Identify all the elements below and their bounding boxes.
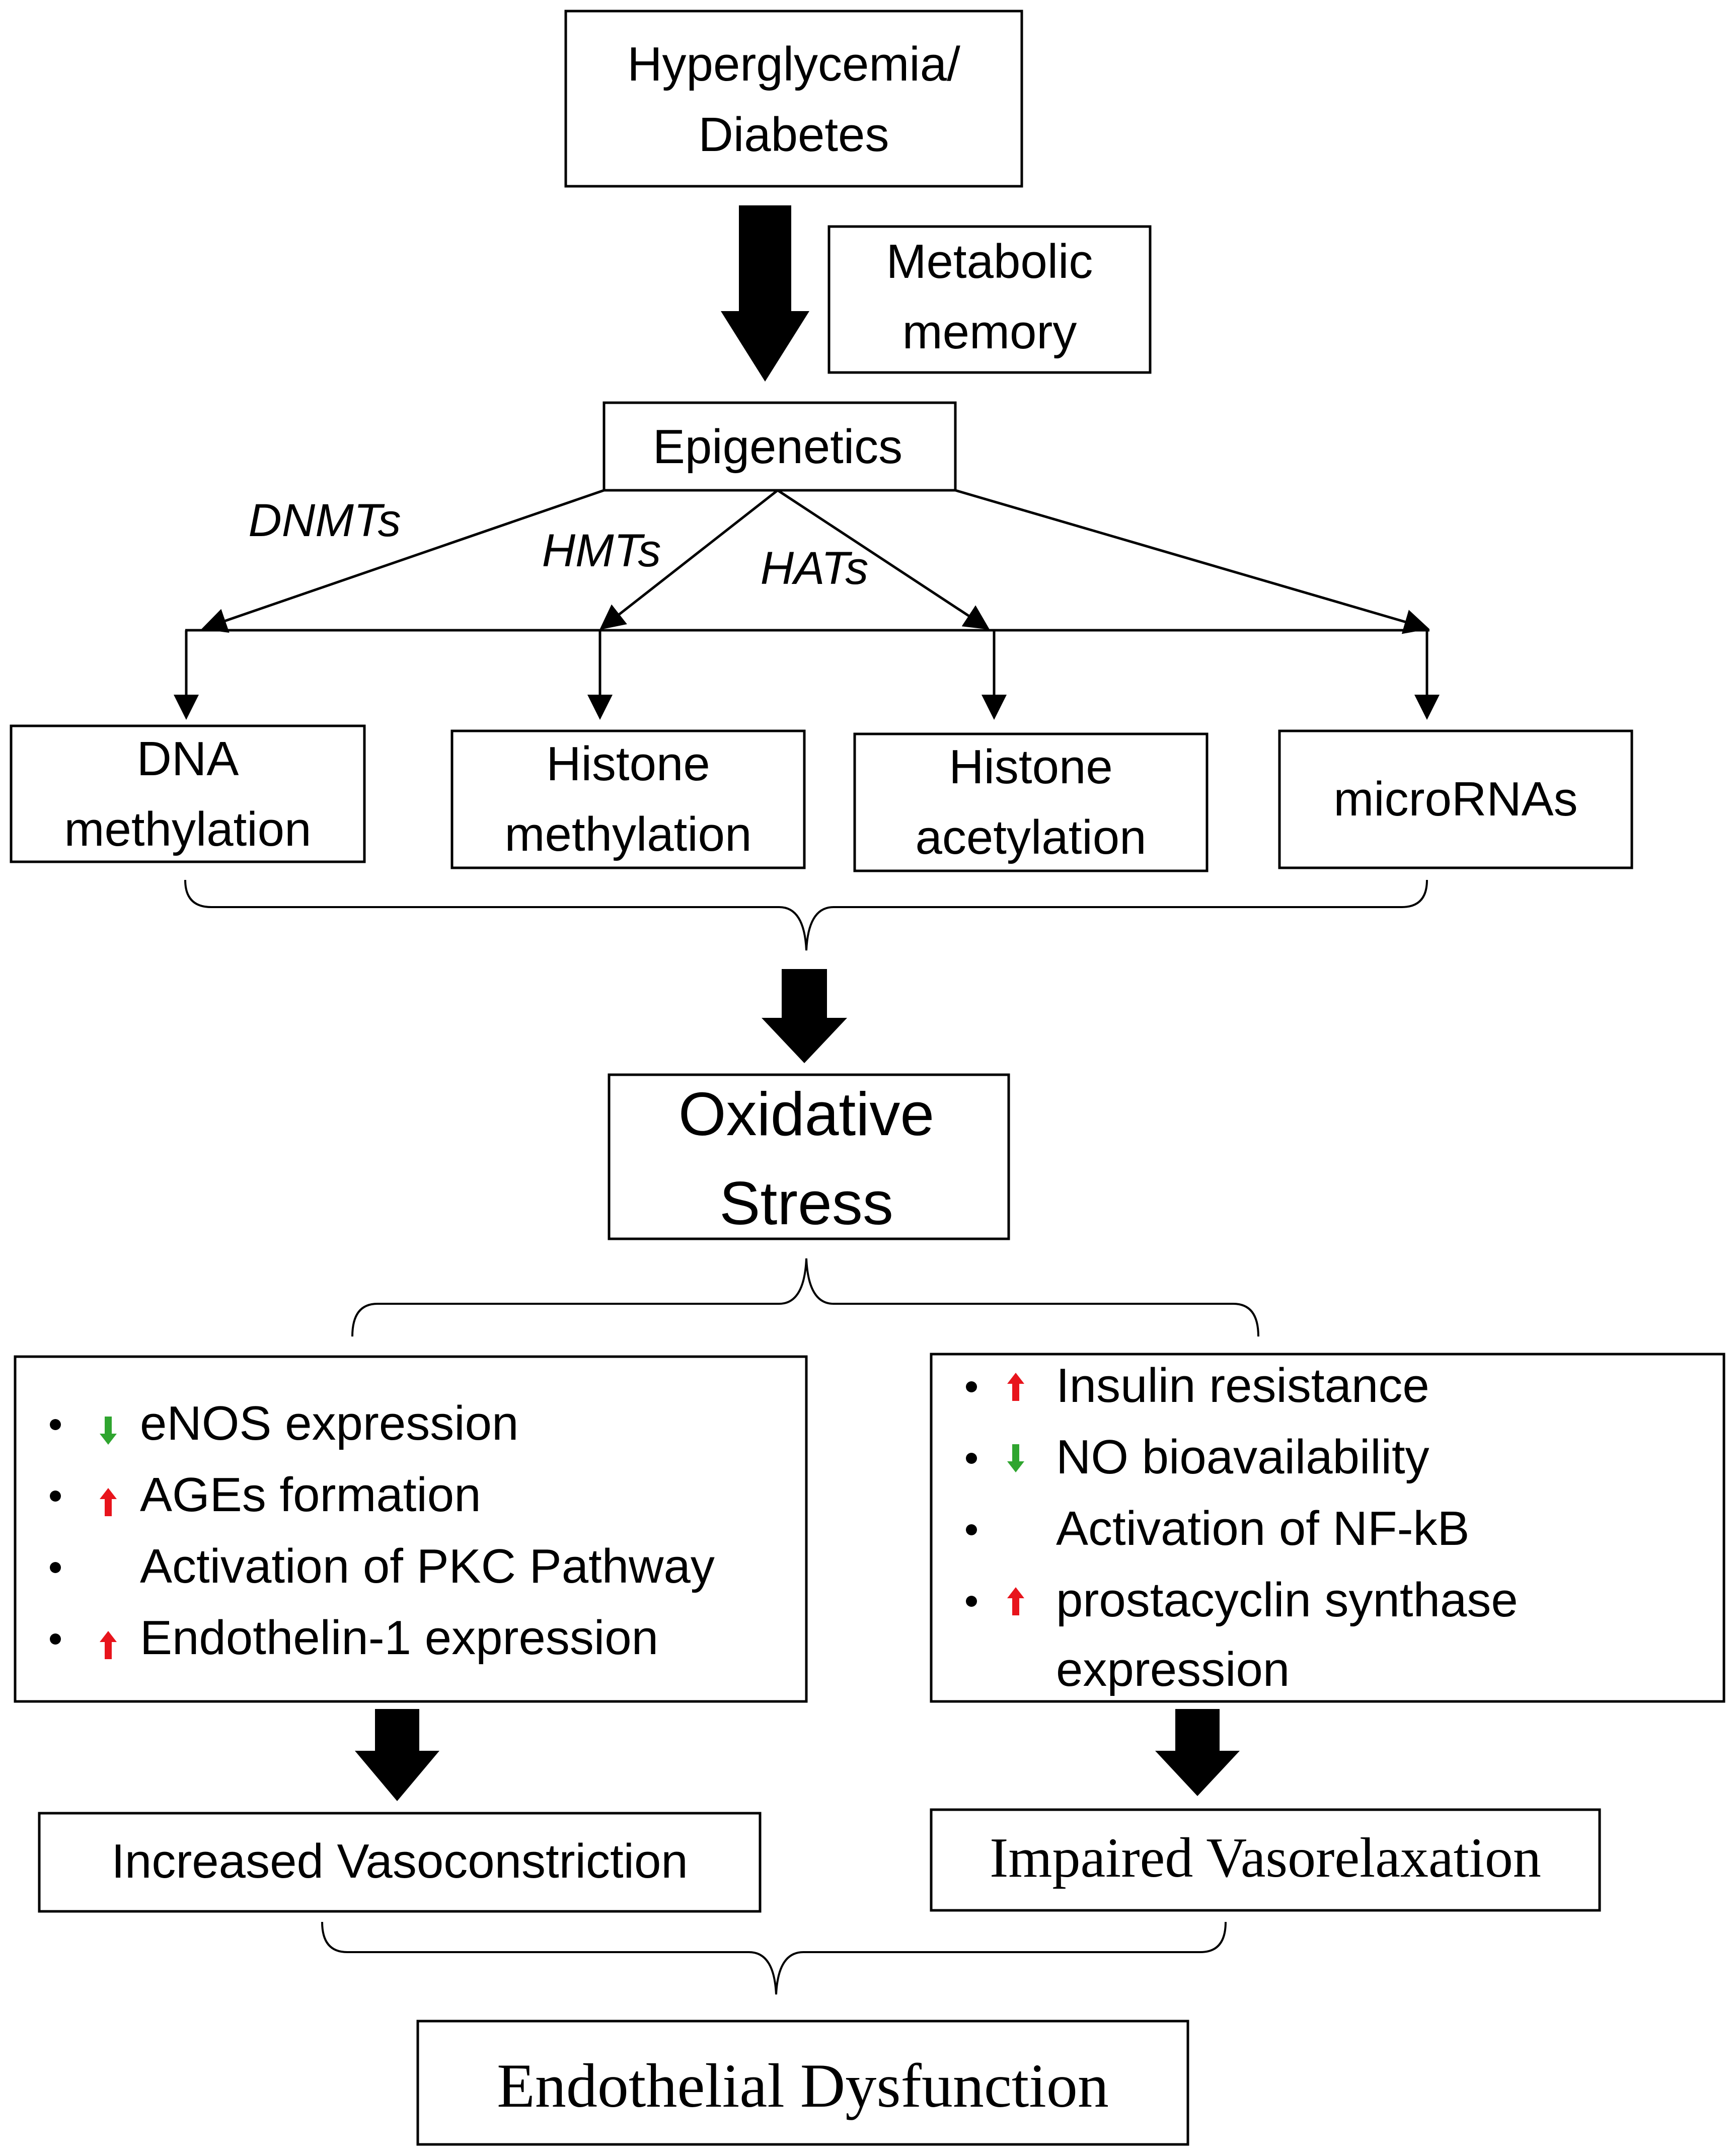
- big-arrow-down-icon: [762, 969, 847, 1063]
- bullet-dot: [50, 1633, 61, 1645]
- left-effect-item: eNOS expression: [50, 1396, 518, 1450]
- right-effects-list: Insulin resistance NO bioavailabilityActi…: [966, 1359, 1518, 1696]
- red-up-arrow-icon: [1007, 1587, 1024, 1615]
- node-histone-acetylation-line2: acetylation: [916, 810, 1147, 864]
- brace-final-merge: [321, 1921, 1227, 1995]
- red-up-arrow-icon: [100, 1631, 117, 1659]
- node-hyperglycemia: Hyperglycemia/ Diabetes: [564, 10, 1023, 188]
- arrow-to-histone-methylation: [599, 489, 779, 630]
- edge-label-dnmts: DNMTs: [248, 495, 401, 546]
- big-arrow-down-icon: [1155, 1709, 1240, 1796]
- arrow-to-dna-methylation: [201, 489, 605, 633]
- node-oxidative-stress: Oxidative Stress: [608, 1073, 1010, 1240]
- bullet-dot: [50, 1491, 61, 1502]
- bullet-dot: [966, 1453, 977, 1464]
- left-effect-text: eNOS expression: [140, 1396, 518, 1450]
- left-effect-text: Endothelin-1 expression: [140, 1611, 658, 1665]
- node-micrornas: microRNAs: [1278, 729, 1633, 869]
- node-metabolic-memory-line1: Metabolic: [886, 235, 1093, 288]
- left-effect-text: AGEs formation: [140, 1468, 481, 1522]
- right-effect-text: Insulin resistance: [1056, 1359, 1429, 1412]
- node-oxidative-stress-line1: Oxidative: [678, 1080, 935, 1148]
- edge-label-hmts: HMTs: [542, 525, 661, 576]
- arrow-to-micrornas: [955, 489, 1429, 634]
- big-arrow-down-icon: [355, 1709, 439, 1801]
- node-impaired-vasorelaxation: Impaired Vasorelaxation: [930, 1808, 1601, 1912]
- right-effect-text: expression: [1056, 1643, 1290, 1696]
- node-dna-methylation: DNA methylation: [10, 724, 366, 863]
- right-effect-item: prostacyclin synthase expression: [966, 1573, 1518, 1696]
- right-effect-text: prostacyclin synthase: [1056, 1573, 1518, 1627]
- node-histone-methylation: Histone methylation: [450, 729, 806, 869]
- red-up-arrow-icon: [100, 1488, 117, 1516]
- node-impaired-vasorelaxation-label: Impaired Vasorelaxation: [990, 1827, 1541, 1889]
- node-micrornas-label: microRNAs: [1333, 772, 1577, 826]
- node-endothelial-dysfunction-label: Endothelial Dysfunction: [497, 2051, 1109, 2120]
- bullet-dot: [966, 1381, 977, 1392]
- right-effect-text: NO bioavailability: [1056, 1430, 1429, 1484]
- node-hyperglycemia-line1: Hyperglycemia/: [627, 37, 960, 91]
- brace-epigenetic-merge: [184, 879, 1428, 951]
- green-down-arrow-icon: [1007, 1444, 1024, 1472]
- node-increased-vasoconstriction-label: Increased Vasoconstriction: [111, 1834, 688, 1888]
- edge-label-hats: HATs: [761, 543, 869, 594]
- big-arrow-down-icon: [721, 205, 809, 382]
- left-effect-item: Endothelin-1 expression: [50, 1611, 658, 1665]
- node-dna-methylation-line1: DNA: [137, 732, 239, 786]
- right-effect-item: NO bioavailability: [966, 1430, 1429, 1484]
- node-histone-methylation-line1: Histone: [546, 737, 710, 791]
- red-up-arrow-icon: [1007, 1373, 1024, 1401]
- node-dna-methylation-line2: methylation: [64, 802, 312, 856]
- right-effect-item: Insulin resistance: [966, 1359, 1429, 1412]
- node-oxidative-stress-line2: Stress: [719, 1169, 893, 1237]
- node-epigenetics-label: Epigenetics: [653, 420, 902, 474]
- brace-oxidative-split: [351, 1258, 1259, 1337]
- node-epigenetics: Epigenetics: [602, 401, 957, 492]
- node-histone-acetylation-line1: Histone: [949, 740, 1113, 794]
- node-hyperglycemia-line2: Diabetes: [699, 108, 889, 162]
- bullet-dot: [50, 1562, 61, 1573]
- left-effect-text: Activation of PKC Pathway: [140, 1539, 715, 1593]
- node-metabolic-memory: Metabolic memory: [827, 225, 1152, 374]
- bullet-dot: [966, 1524, 977, 1535]
- node-increased-vasoconstriction: Increased Vasoconstriction: [38, 1812, 762, 1913]
- bullet-dot: [50, 1419, 61, 1430]
- left-effect-item: Activation of PKC Pathway: [50, 1539, 715, 1593]
- node-histone-acetylation: Histone acetylation: [853, 732, 1209, 872]
- arrow-to-histone-acetylation: [777, 489, 990, 630]
- left-effect-item: AGEs formation: [50, 1468, 481, 1522]
- node-endothelial-dysfunction: Endothelial Dysfunction: [416, 2020, 1189, 2146]
- node-histone-methylation-line2: methylation: [505, 807, 752, 861]
- right-effects-box: [930, 1353, 1725, 1703]
- right-effect-item: Activation of NF-kB: [966, 1502, 1470, 1555]
- right-effect-text: Activation of NF-kB: [1056, 1502, 1470, 1555]
- green-down-arrow-icon: [100, 1417, 117, 1445]
- node-metabolic-memory-line2: memory: [902, 305, 1077, 359]
- left-effects-box: [14, 1355, 808, 1703]
- bullet-dot: [966, 1596, 977, 1607]
